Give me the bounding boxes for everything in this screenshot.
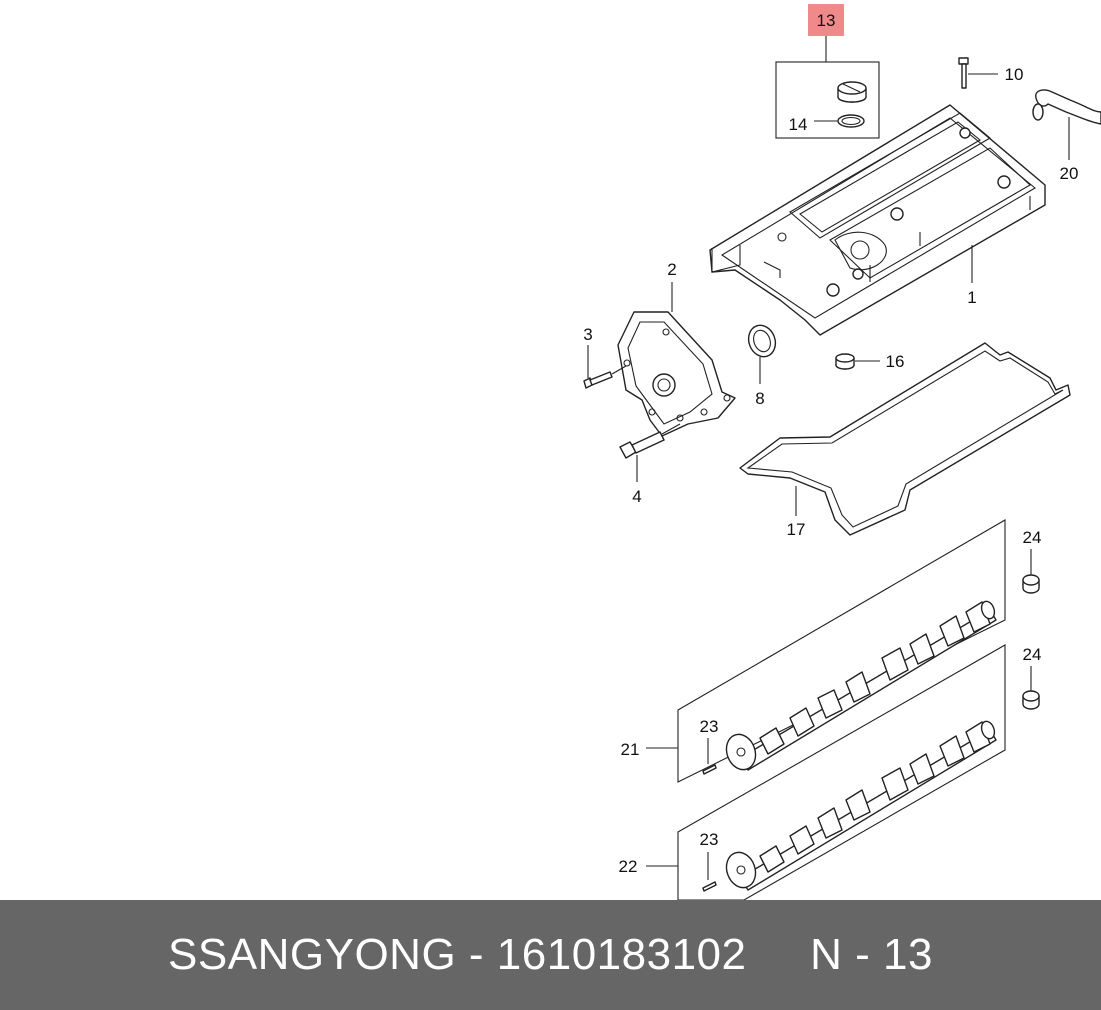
callout-24-lower: 24	[1023, 645, 1042, 664]
camshaft-intake[interactable]	[722, 599, 997, 773]
camshaft-exhaust[interactable]	[722, 719, 997, 891]
seal-8[interactable]	[744, 322, 779, 361]
part-info-text: SSANGYONG - 1610183102 N - 13	[168, 930, 933, 980]
callout-22: 22	[619, 857, 638, 876]
brand-name: SSANGYONG	[168, 930, 457, 979]
camshaft-21-box	[677, 519, 1006, 783]
callout-14: 14	[789, 115, 808, 134]
callout-13-highlight[interactable]	[808, 4, 844, 36]
part-number: 1610183102	[496, 930, 747, 979]
bushing-24-upper[interactable]	[1022, 574, 1040, 594]
o-ring[interactable]	[837, 114, 865, 128]
bushing-24-lower[interactable]	[1022, 690, 1040, 710]
nut-16[interactable]	[835, 353, 855, 370]
callout-2: 2	[667, 260, 676, 279]
bolt-10[interactable]	[958, 57, 969, 89]
callout-3: 3	[583, 325, 592, 344]
callout-13: 13	[817, 11, 836, 30]
dowel-pin-23-lower[interactable]	[702, 881, 717, 892]
callout-1: 1	[967, 288, 976, 307]
callout-20: 20	[1060, 164, 1079, 183]
callout-24-upper: 24	[1023, 528, 1042, 547]
parts-diagram: 13 14 10 20	[583, 4, 1101, 900]
bolt-3[interactable]	[583, 371, 613, 389]
callout-23-upper: 23	[700, 717, 719, 736]
cylinder-head-cover[interactable]	[709, 104, 1046, 336]
callout-21: 21	[621, 740, 640, 759]
timing-cover[interactable]	[617, 311, 736, 437]
oil-filler-cap[interactable]	[837, 81, 867, 103]
bolt-4[interactable]	[619, 431, 665, 459]
cover-gasket[interactable]	[739, 342, 1071, 536]
callout-17: 17	[787, 520, 806, 539]
callout-16: 16	[886, 352, 905, 371]
oil-cap-group-box	[775, 61, 880, 139]
dowel-pin-23-upper[interactable]	[702, 764, 717, 775]
breather-hose[interactable]	[1032, 89, 1101, 125]
callout-4: 4	[632, 487, 641, 506]
reference-number: N - 13	[810, 930, 933, 979]
spacer	[747, 930, 811, 979]
part-info-footer: SSANGYONG - 1610183102 N - 13	[0, 900, 1101, 1010]
camshaft-22-box	[677, 644, 1006, 900]
callout-23-lower: 23	[700, 830, 719, 849]
separator: -	[456, 930, 497, 979]
callout-10: 10	[1005, 65, 1024, 84]
callout-8: 8	[755, 389, 764, 408]
